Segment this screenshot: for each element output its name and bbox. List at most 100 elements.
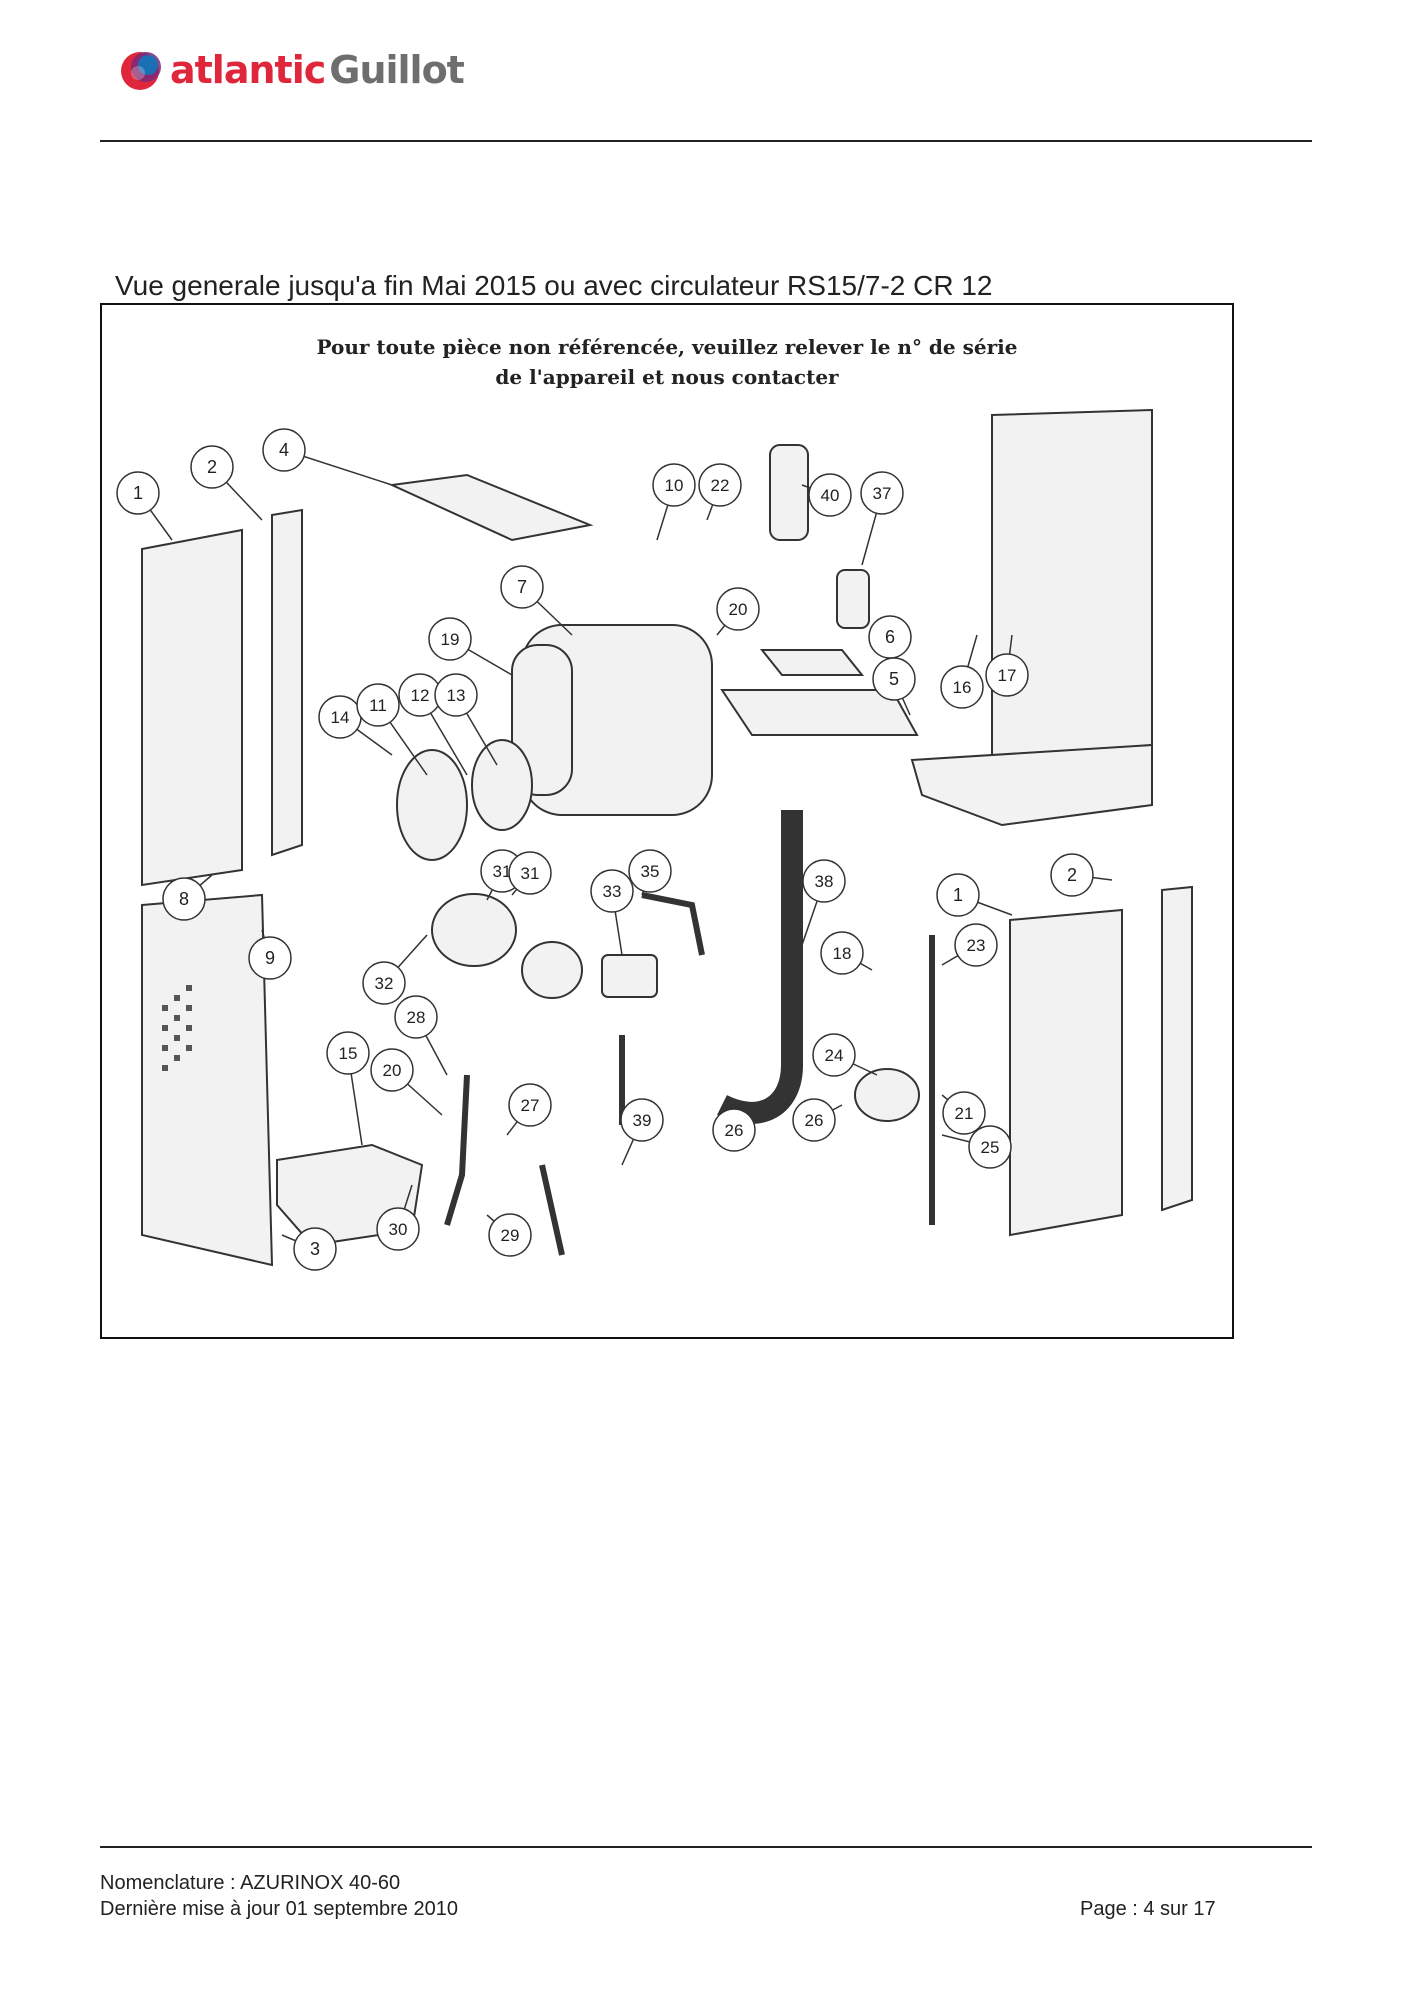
callout-bubble — [162, 877, 206, 921]
callout-label: 32 — [375, 974, 394, 993]
callout-label: 17 — [998, 666, 1017, 685]
callout-24: 24 — [812, 1033, 878, 1077]
callout-29: 29 — [486, 1213, 532, 1257]
callout-4: 4 — [262, 428, 393, 486]
flexible-hose — [717, 809, 803, 1124]
callout-bubble — [508, 1083, 552, 1127]
footer-page-number: Page : 4 sur 17 — [1080, 1898, 1216, 1920]
callout-28: 28 — [394, 995, 448, 1076]
side-rail-left — [271, 508, 303, 857]
callout-label: 28 — [407, 1008, 426, 1027]
callout-label: 29 — [501, 1226, 520, 1245]
callout-bubble — [860, 471, 904, 515]
callout-bubble — [262, 428, 306, 472]
brand-secondary: Guillot — [329, 48, 465, 92]
callout-40: 40 — [801, 473, 852, 517]
callout-label: 20 — [729, 600, 748, 619]
callout-label: 3 — [310, 1239, 320, 1259]
callout-label: 11 — [369, 696, 387, 715]
callout-bubble — [968, 1125, 1012, 1169]
callout-bubble — [620, 1098, 664, 1142]
callout-label: 40 — [821, 486, 840, 505]
callout-label: 10 — [665, 476, 684, 495]
callout-1: 1 — [116, 471, 173, 541]
callout-label: 6 — [885, 627, 895, 647]
callout-8: 8 — [162, 874, 213, 921]
callout-bubble — [792, 1098, 836, 1142]
callout-bubble — [508, 851, 552, 895]
callout-19: 19 — [428, 617, 513, 676]
callout-bubble — [698, 463, 742, 507]
callout-label: 14 — [331, 708, 350, 727]
side-panel-right — [1009, 908, 1123, 1237]
callout-bubble — [940, 665, 984, 709]
heat-exchanger-front — [511, 644, 573, 796]
callout-bubble — [370, 1048, 414, 1092]
callout-label: 24 — [825, 1046, 844, 1065]
plate-5 — [720, 689, 919, 736]
notice-line-1: Pour toute pièce non référencée, veuille… — [316, 335, 1018, 359]
callout-20: 20 — [370, 1048, 443, 1116]
callout-bubble — [428, 617, 472, 661]
circulator-pump — [854, 1068, 920, 1122]
callout-bubble — [872, 657, 916, 701]
callout-3: 3 — [281, 1227, 337, 1271]
callout-label: 5 — [889, 669, 899, 689]
callout-bubble — [326, 1031, 370, 1075]
side-rail-right — [1161, 885, 1193, 1212]
callout-21: 21 — [941, 1091, 986, 1135]
footer-updated: Dernière mise à jour 01 septembre 2010 — [100, 1898, 458, 1920]
callout-label: 31 — [493, 862, 512, 881]
callout-22: 22 — [698, 463, 742, 521]
callout-23: 23 — [941, 923, 998, 967]
callout-label: 12 — [411, 686, 430, 705]
callout-17: 17 — [985, 634, 1029, 697]
callout-label: 30 — [389, 1220, 408, 1239]
page-title: Vue generale jusqu'a fin Mai 2015 ou ave… — [115, 270, 993, 301]
callout-2: 2 — [1050, 853, 1113, 897]
callout-18: 18 — [820, 931, 873, 975]
callout-label: 37 — [873, 484, 892, 503]
flue-pipe — [769, 444, 809, 541]
footer-rule — [100, 1846, 1312, 1848]
callout-label: 4 — [279, 440, 289, 460]
callout-label: 2 — [1067, 865, 1077, 885]
callout-label: 18 — [833, 944, 852, 963]
fan-cover — [521, 941, 583, 999]
callout-15: 15 — [326, 1031, 370, 1146]
gas-valve — [601, 954, 658, 998]
callout-30: 30 — [376, 1184, 420, 1251]
callout-label: 25 — [981, 1138, 1000, 1157]
callout-label: 26 — [805, 1111, 824, 1130]
callout-label: 22 — [711, 476, 730, 495]
callout-bubble — [812, 1033, 856, 1077]
callout-label: 1 — [133, 483, 143, 503]
callout-label: 23 — [967, 936, 986, 955]
callout-6: 6 — [868, 615, 912, 659]
callout-label: 1 — [953, 885, 963, 905]
callout-25: 25 — [941, 1125, 1012, 1169]
callout-bubble — [954, 923, 998, 967]
callout-31: 31 — [508, 851, 552, 896]
callout-label: 20 — [383, 1061, 402, 1080]
callout-bubble — [362, 961, 406, 1005]
exploded-view-diagram: Pour toute pièce non référencée, veuille… — [100, 303, 1234, 1339]
front-panel — [141, 893, 274, 1267]
callout-20: 20 — [716, 587, 760, 636]
callout-label: 13 — [447, 686, 466, 705]
callout-label: 9 — [265, 948, 275, 968]
callout-2: 2 — [190, 445, 263, 521]
callout-label: 16 — [953, 678, 972, 697]
burner-disk — [471, 739, 533, 831]
callout-label: 15 — [339, 1044, 358, 1063]
callout-label: 21 — [955, 1104, 974, 1123]
callout-bubble — [820, 931, 864, 975]
callout-bubble — [802, 859, 846, 903]
pipes — [444, 892, 935, 1256]
callout-label: 38 — [815, 872, 834, 891]
callout-bubble — [936, 873, 980, 917]
callout-bubble — [434, 673, 478, 717]
callout-bubble — [356, 683, 400, 727]
callout-12: 12 — [398, 673, 468, 776]
callout-bubble — [116, 471, 160, 515]
